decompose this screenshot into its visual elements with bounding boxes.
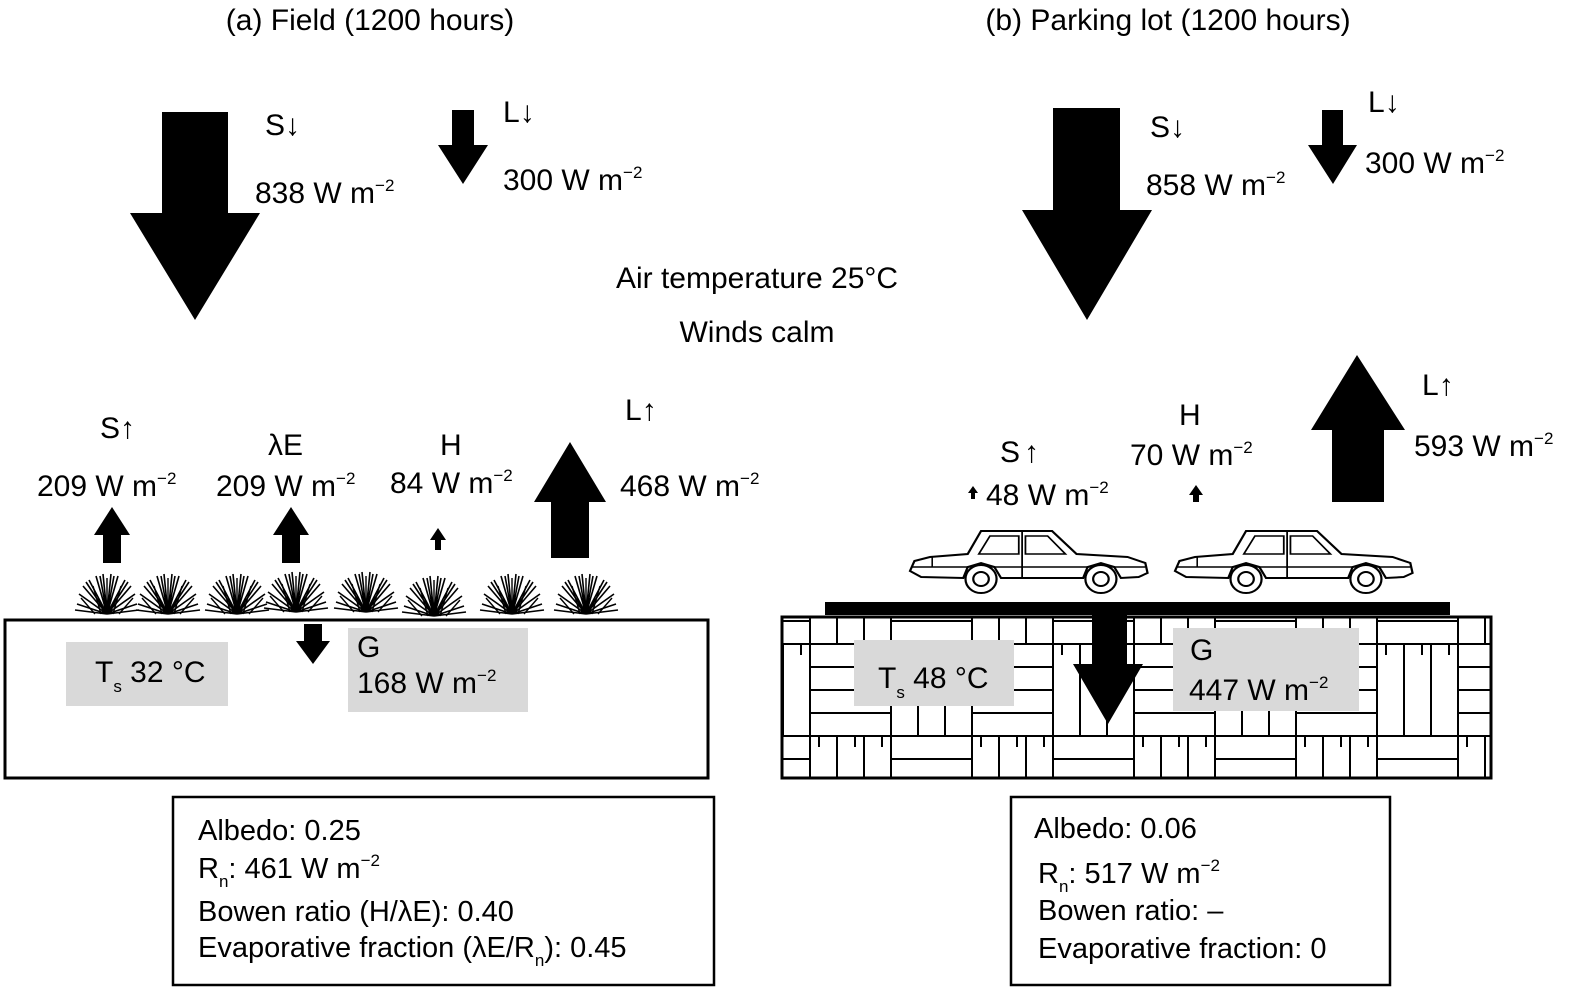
field-s-down-arrow <box>130 112 260 320</box>
parking-g-box <box>1173 628 1359 711</box>
field-g-label: G <box>357 631 380 664</box>
winds-label: Winds calm <box>679 316 834 349</box>
field-ts-label: Ts 32 °C <box>95 656 206 696</box>
field-vegetation <box>74 571 619 617</box>
parking-l-up-label: L↑ <box>1422 369 1454 402</box>
field-l-down-arrow <box>438 110 488 184</box>
parking-s-down-label: S↓ <box>1150 111 1185 144</box>
field-ts-box <box>66 642 228 706</box>
field-bowen-ratio: Bowen ratio (H/λE): 0.40 <box>198 896 514 928</box>
parking-s-down-value: 858 W m−2 <box>1146 168 1285 202</box>
field-l-down-label: L↓ <box>503 96 535 129</box>
parking-l-down-label: L↓ <box>1368 86 1400 119</box>
parking-g-value: 447 W m−2 <box>1189 673 1328 707</box>
field-latent-value: 209 W m−2 <box>216 469 355 503</box>
parking-albedo: Albedo: 0.06 <box>1034 813 1197 845</box>
field-h-value: 84 W m−2 <box>390 466 513 500</box>
parking-ts-box <box>854 640 1014 706</box>
field-l-up-value: 468 W m−2 <box>620 469 759 503</box>
field-s-up-value: 209 W m−2 <box>37 469 176 503</box>
field-title: (a) Field (1200 hours) <box>226 4 514 37</box>
field-l-up-label: L↑ <box>625 394 657 427</box>
parking-h-arrow <box>1189 485 1203 502</box>
parking-s-up-label: S↑ <box>1000 436 1039 469</box>
parking-g-label: G <box>1190 634 1213 667</box>
car-left <box>908 529 1149 595</box>
parking-h-label: H <box>1179 399 1201 432</box>
parking-l-up-value: 593 W m−2 <box>1414 429 1553 463</box>
parking-l-down-value: 300 W m−2 <box>1365 146 1504 180</box>
field-l-down-value: 300 W m−2 <box>503 163 642 197</box>
parking-s-up-arrow <box>968 486 978 499</box>
parking-l-up-arrow <box>1311 355 1405 502</box>
field-latent-label: λE <box>268 429 303 462</box>
field-s-down-label: S↓ <box>265 109 300 142</box>
field-soil-border <box>3 618 710 780</box>
parking-g-arrow <box>1073 612 1143 724</box>
field-stats-box <box>171 795 716 987</box>
field-s-down-value: 838 W m−2 <box>255 176 394 210</box>
parking-h-value: 70 W m−2 <box>1130 438 1253 472</box>
field-s-up-arrow <box>94 507 130 563</box>
parking-s-down-arrow <box>1022 108 1152 320</box>
parking-s-up-value: 48 W m−2 <box>986 478 1109 512</box>
field-latent-arrow <box>273 507 309 563</box>
parking-ts-label: Ts 48 °C <box>878 662 989 702</box>
parking-l-down-arrow <box>1308 110 1357 184</box>
field-h-arrow <box>430 528 446 550</box>
parking-evaporative-fraction: Evaporative fraction: 0 <box>1038 933 1327 965</box>
parking-bowen-ratio: Bowen ratio: – <box>1038 895 1224 927</box>
field-albedo: Albedo: 0.25 <box>198 815 361 847</box>
field-s-up-label: S↑ <box>100 412 135 445</box>
air-temperature-label: Air temperature 25°C <box>616 262 898 295</box>
field-g-box <box>348 628 528 712</box>
parking-title: (b) Parking lot (1200 hours) <box>985 4 1350 37</box>
parking-rn: Rn: 517 W m−2 <box>1038 856 1220 896</box>
field-g-arrow <box>296 624 330 664</box>
field-l-up-arrow <box>534 442 606 558</box>
parking-stats-box <box>1009 795 1392 987</box>
field-rn: Rn: 461 W m−2 <box>198 851 380 891</box>
field-evaporative-fraction: Evaporative fraction (λE/Rn): 0.45 <box>198 932 627 970</box>
field-g-value: 168 W m−2 <box>357 666 496 700</box>
parking-asphalt <box>825 602 1450 615</box>
car-right <box>1173 529 1414 595</box>
parking-soil-border <box>780 615 1493 780</box>
field-h-label: H <box>440 429 462 462</box>
